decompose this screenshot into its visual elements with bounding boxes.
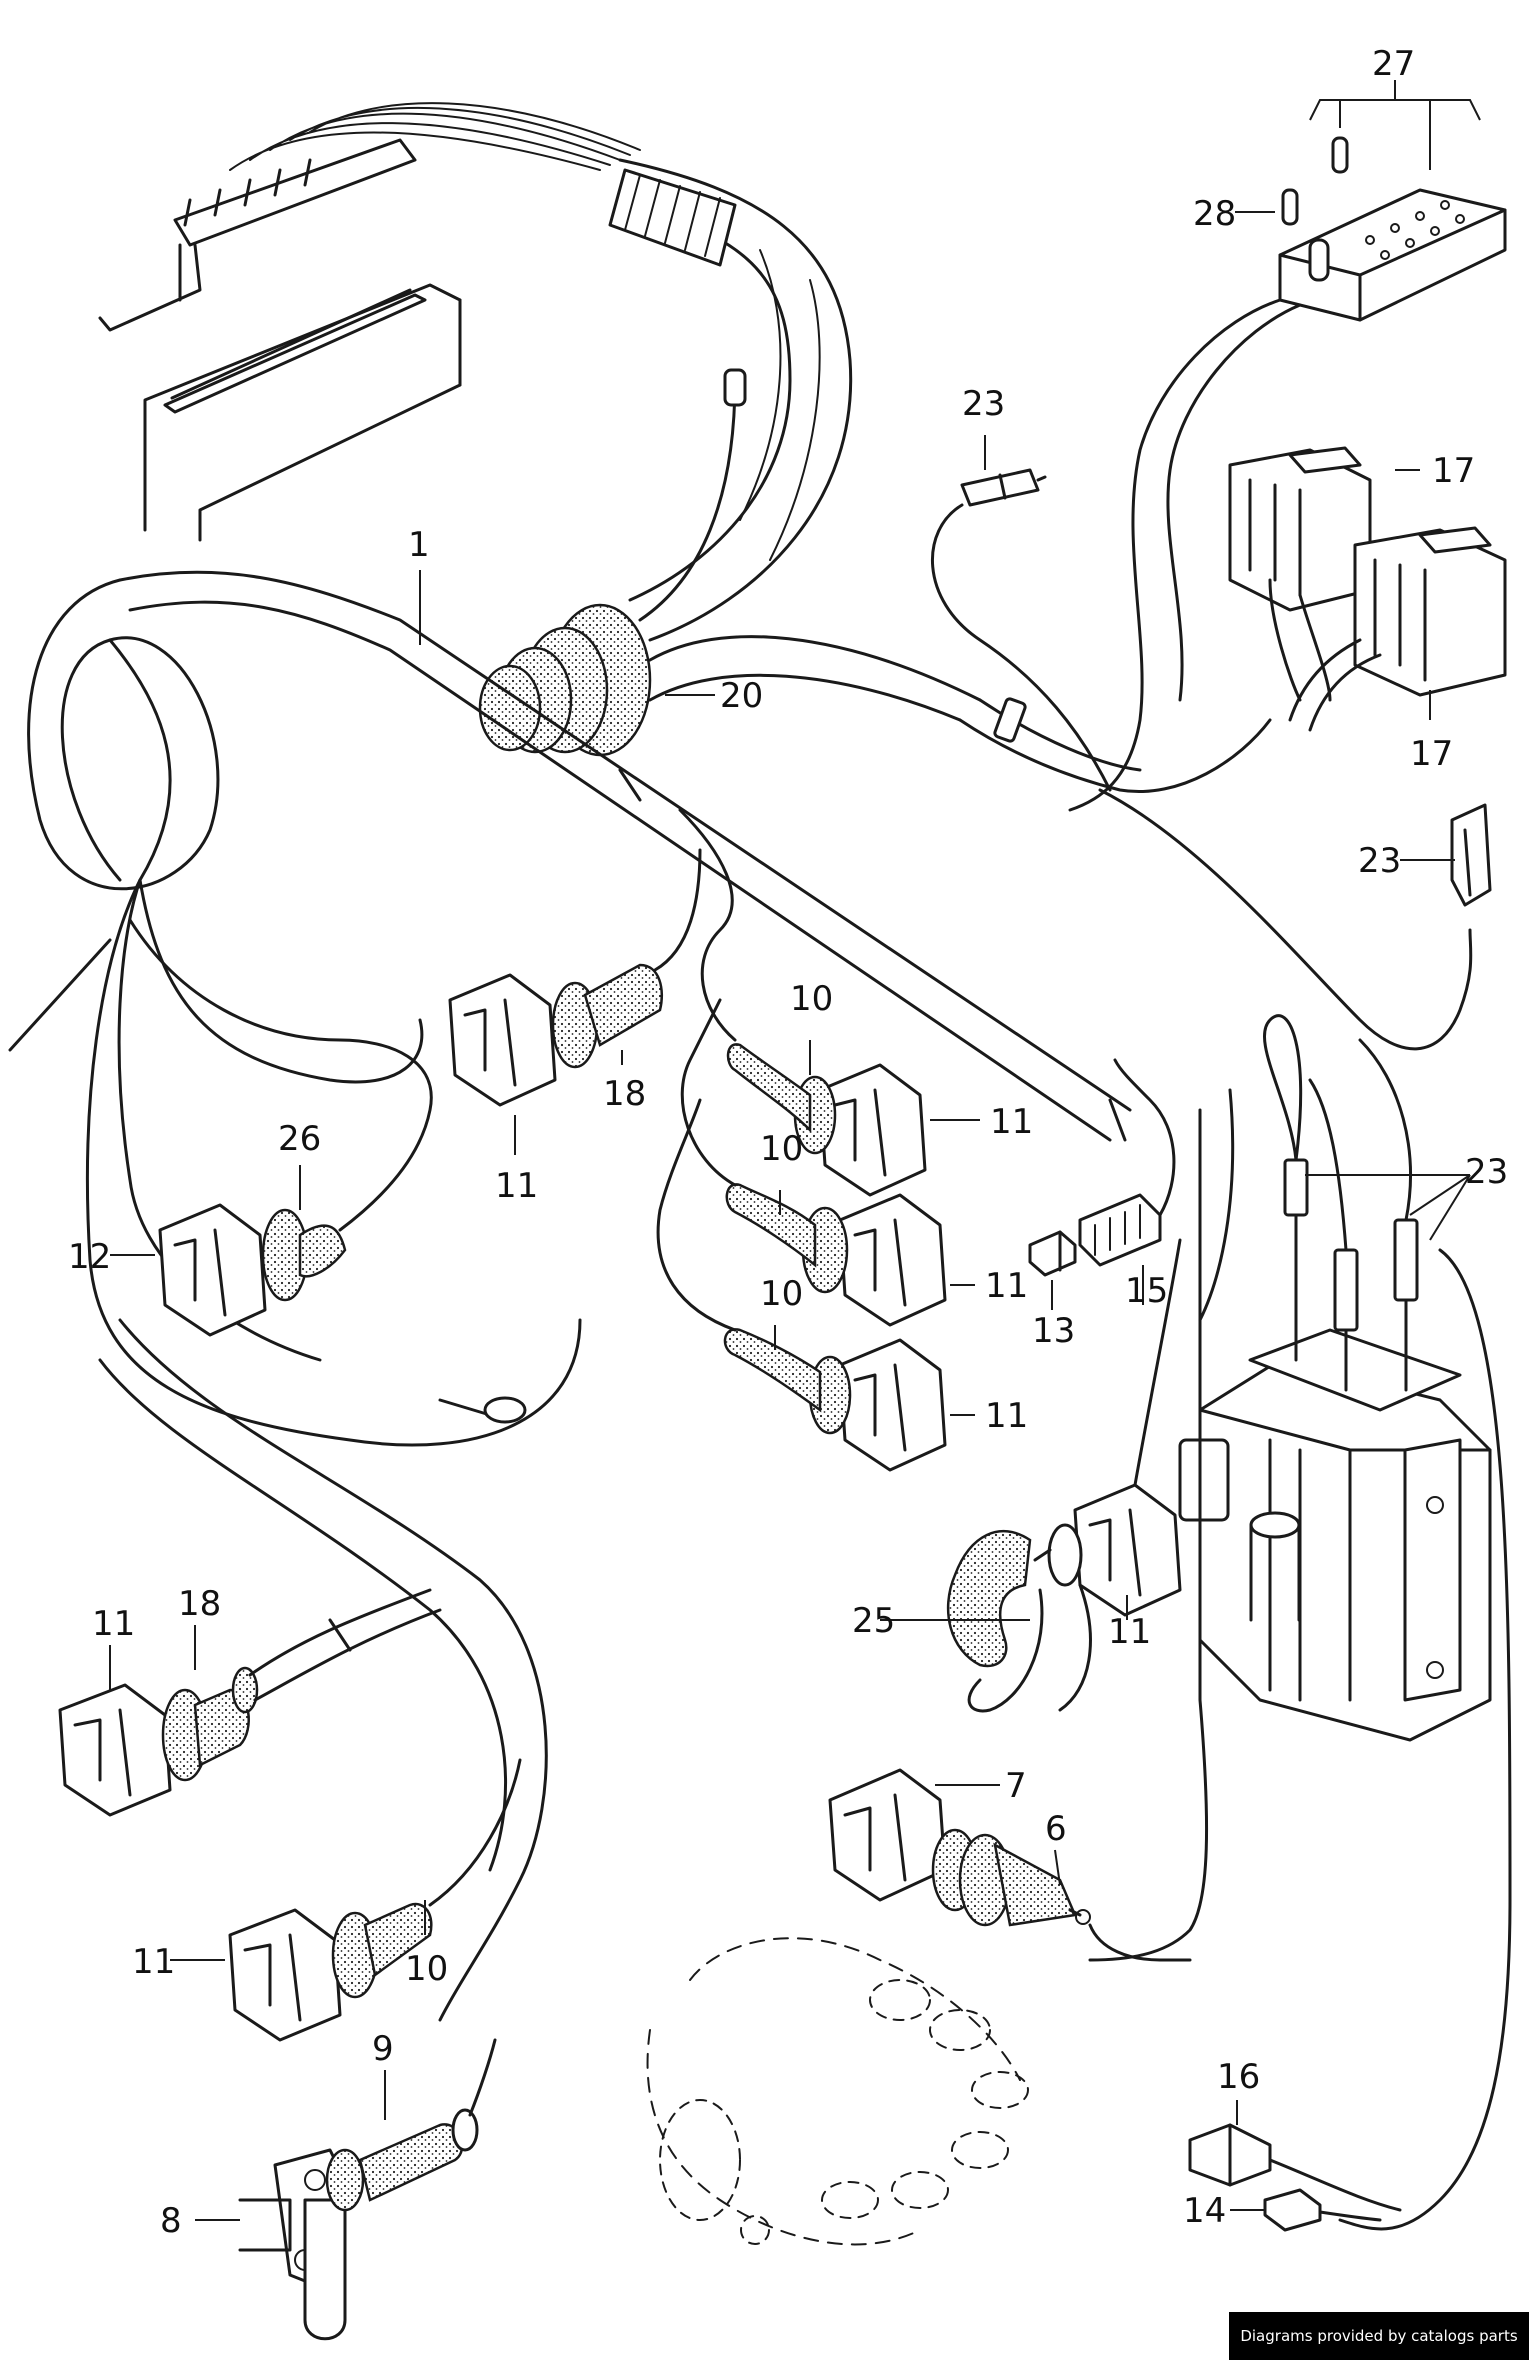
ecu-multi-connector <box>98 102 641 332</box>
label-10d: 10 <box>405 1949 448 1989</box>
label-25: 25 <box>852 1601 895 1641</box>
label-12: 12 <box>68 1237 111 1277</box>
label-11e: 11 <box>1108 1612 1151 1652</box>
label-20: 20 <box>720 676 763 716</box>
connector-16 <box>1188 2123 1402 2212</box>
label-18a: 18 <box>603 1074 646 1114</box>
connector-11-boot-10-b <box>680 998 947 1327</box>
label-10c: 10 <box>760 1274 803 1314</box>
connector-14 <box>1263 2188 1382 2232</box>
harness-loop-left <box>8 578 582 2022</box>
relay-17-upper <box>1228 446 1372 612</box>
label-13: 13 <box>1032 1311 1075 1351</box>
harness-trunk-upper <box>608 158 853 642</box>
ground-ring-terminal <box>438 1396 527 1424</box>
connector-11-boot-18-lower <box>58 1588 442 1817</box>
label-17a: 17 <box>1432 451 1475 491</box>
label-23c: 23 <box>1465 1152 1508 1192</box>
plug-boot-6 <box>931 1828 1192 1962</box>
label-10a: 10 <box>790 979 833 1019</box>
connector-12 <box>128 918 433 1337</box>
connector-15 <box>1078 1058 1176 1267</box>
terminal-23-top <box>931 468 1112 792</box>
label-10b: 10 <box>760 1129 803 1169</box>
label-9: 9 <box>372 2029 394 2069</box>
control-unit <box>143 283 462 542</box>
label-11d: 11 <box>495 1166 538 1206</box>
pin-28 <box>1281 136 1349 226</box>
harness-right-branch <box>958 697 1473 1051</box>
harness-trunk-main <box>118 570 1132 1142</box>
terminal-23-right <box>1450 803 1492 907</box>
label-23b: 23 <box>1358 841 1401 881</box>
grommet-20 <box>478 603 982 757</box>
label-8: 8 <box>160 2201 182 2241</box>
label-11f: 11 <box>92 1604 135 1644</box>
label-18b: 18 <box>178 1584 221 1624</box>
connector-7 <box>828 1768 947 1902</box>
connector-11-boot-18-upper <box>448 848 702 1107</box>
sleeve-9 <box>325 2038 497 2212</box>
label-16: 16 <box>1217 2057 1260 2097</box>
terminal-23-cluster <box>1263 1014 1419 1392</box>
connector-11-boot-10-lower <box>228 1758 522 2042</box>
part-labels: 1 6 7 8 9 10 10 10 10 11 11 11 11 11 11 … <box>68 44 1508 2241</box>
label-11g: 11 <box>132 1942 175 1982</box>
label-11b: 11 <box>985 1266 1028 1306</box>
connector-13 <box>1028 1230 1077 1277</box>
label-17b: 17 <box>1410 734 1453 774</box>
connector-11-boot-25 <box>946 1238 1182 1713</box>
label-23a: 23 <box>962 384 1005 424</box>
label-1: 1 <box>408 525 430 565</box>
label-15: 15 <box>1125 1271 1168 1311</box>
label-26: 26 <box>278 1119 321 1159</box>
label-28: 28 <box>1193 194 1236 234</box>
label-14: 14 <box>1183 2191 1226 2231</box>
connector-11-boot-10-c <box>656 1098 947 1472</box>
connector-11-boot-10-a <box>678 808 927 1197</box>
fuse-block-27 <box>1068 188 1507 812</box>
watermark-banner: Diagrams provided by catalogs parts <box>1229 2312 1529 2360</box>
ignition-module <box>1178 1328 1492 1742</box>
label-7: 7 <box>1005 1766 1027 1806</box>
label-11c: 11 <box>985 1396 1028 1436</box>
temp-sensor-wire <box>638 368 747 622</box>
label-6: 6 <box>1045 1809 1067 1849</box>
wire-right-long <box>1088 1088 1512 2231</box>
leader-lines <box>109 211 1471 2221</box>
label-11a: 11 <box>990 1102 1033 1142</box>
relay-17-lower <box>1268 526 1507 732</box>
distributor <box>646 1937 1029 2246</box>
bracket-27 <box>1309 80 1481 170</box>
label-27: 27 <box>1372 44 1415 84</box>
